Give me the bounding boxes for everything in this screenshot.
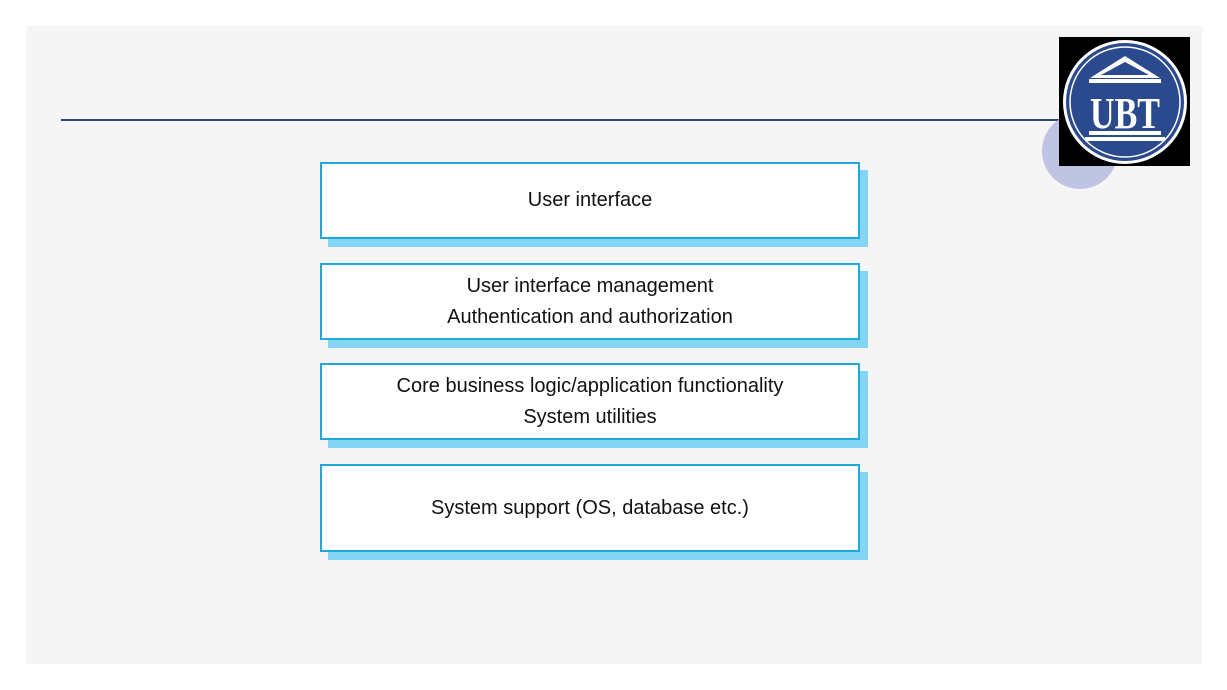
ubt-logo: UBT (1059, 37, 1190, 166)
ubt-logo-text: UBT (1090, 89, 1160, 138)
layer-ui-management: User interface management Authentication… (320, 263, 868, 348)
layer-label: Authentication and authorization (447, 305, 733, 328)
layer-box: Core business logic/application function… (320, 363, 860, 440)
layer-user-interface: User interface (320, 162, 868, 247)
layer-box: System support (OS, database etc.) (320, 464, 860, 552)
layer-label: User interface management (466, 274, 714, 297)
title-divider-line (61, 119, 1065, 121)
layer-box: User interface management Authentication… (320, 263, 860, 340)
layer-business-logic: Core business logic/application function… (320, 363, 868, 448)
layer-label: Core business logic/application function… (396, 374, 784, 397)
layer-system-support: System support (OS, database etc.) (320, 464, 868, 560)
ubt-logo-emblem: UBT (1063, 40, 1187, 164)
layer-label: User interface (527, 189, 653, 211)
layer-label: System utilities (523, 405, 657, 428)
layer-label: System support (OS, database etc.) (431, 496, 749, 519)
layer-box: User interface (320, 162, 860, 239)
